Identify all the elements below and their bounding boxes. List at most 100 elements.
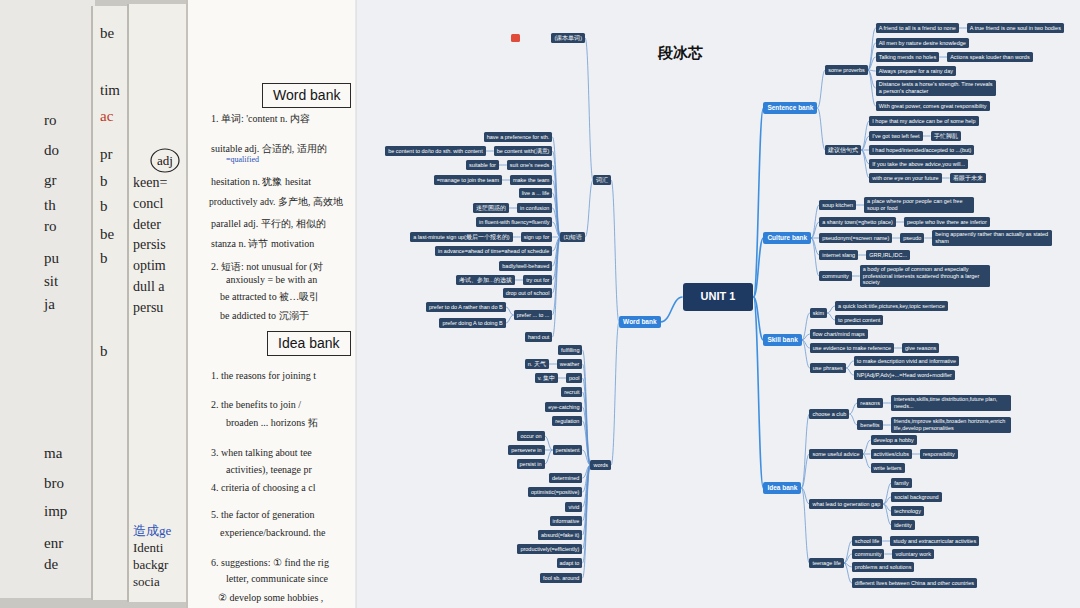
leaf-topic: flow chart/mind maps [810,329,868,339]
node-text: optimistic(=positive) [531,489,579,496]
branch-topic: Sentence bank [763,102,817,115]
node-text: school life [855,538,879,545]
branch-connector [924,238,932,239]
leaf-topic: 手忙脚乱 [931,131,961,141]
node-text: regulation [555,418,579,425]
leaf-topic: being apparently rather than actually as… [932,230,1052,246]
node-text: adapt to [560,560,580,567]
leaf-topic: write letters [871,463,905,473]
leaf-topic: =manage to join the team [434,175,502,185]
leaf-topic: prefer to do A rather than do B [426,302,506,312]
node-text: in fluent-with fluency=fluently [479,219,549,226]
node-text: benefits [860,422,879,429]
handwritten-note: be addicted to 沉溺于 [220,310,309,321]
node-text: to predict content [838,317,880,324]
node-text: pseudo [903,235,921,242]
node-text: Sentence bank [767,104,813,112]
branch-connector [582,392,590,465]
leaf-topic: prefer ... to ... [514,310,553,320]
branch-connector [552,165,560,237]
handwritten-note: keen= [133,175,167,190]
branch-connector [896,222,904,223]
node-text: community [855,551,882,558]
leaf-topic: pseudonym(=screen name) [819,233,892,243]
handwritten-note: tim [100,82,120,99]
node-text: I hope that my advice can be of some hel… [872,118,975,125]
leaf-topic: I've got two left feet [869,131,922,141]
branch-connector [861,150,869,178]
leaf-topic: use evidence to make reference [810,343,894,353]
node-text: people who live there are inferior [907,219,987,226]
node-text: develop a hobby [874,437,914,444]
branch-connector [552,193,560,237]
handwritten-note: 2. 短语: not unusual for (对 [211,261,323,272]
node-text: With great power, comes great responsibi… [879,103,987,110]
branch-connector [868,70,876,106]
node-text: hand out [528,334,549,341]
branch-connector [844,541,852,563]
node-text: 考试、参加…的选拔 [459,277,513,284]
leaf-topic: internet slang [819,250,858,260]
branch-connector [753,238,763,297]
leaf-topic: hand out [525,332,552,342]
leaf-topic: study and extracurricular activities [890,536,979,546]
handwritten-note: de [44,556,58,573]
node-text: absurd(=fake it) [541,532,579,539]
handwritten-note: 1. the reasons for joining t [211,370,316,381]
handwritten-note: 1. 单词: 'content n. 内容 [211,113,310,124]
node-text: productively(=efficiently) [520,546,579,553]
leaf-topic: A true friend is one soul in two bodies [967,23,1064,33]
section-box: Word bank [262,83,351,108]
branch-connector [959,28,967,29]
node-text: eye-catching [548,404,579,411]
node-text: use phrases [813,365,843,372]
leaf-topic: recruit [561,387,582,397]
branch-connector [817,108,825,150]
branch-connector [856,205,864,206]
branch-connector [552,151,560,237]
node-text: write letters [874,465,902,472]
node-text: a place where poor people can get free s… [867,198,971,211]
handwritten-note: b [100,173,108,190]
branch-connector [549,364,557,365]
node-text: being apparently rather than actually as… [935,231,1049,244]
leaf-topic: weather [557,359,583,369]
branch-connector [858,255,866,256]
handwritten-note: enr [44,535,63,552]
marker-icon [511,34,520,42]
handwritten-note: 3. when talking about tee [211,447,312,458]
node-text: friends,improve skills,broaden horizons,… [894,418,1008,431]
node-text: fulfilling [561,347,579,354]
handwritten-note: deter [133,217,161,232]
handwritten-note: ac [100,108,113,125]
handwritten-note: stanza n. 诗节 motivation [211,238,314,249]
node-text: problems and solutions [855,564,912,571]
branch-connector [801,454,809,488]
leaf-topic: use phrases [810,363,846,373]
branch-connector [753,297,763,488]
handwritten-note: sit [44,273,58,290]
branch-connector [863,440,871,454]
handwritten-note: imp [44,503,67,520]
leaf-topic: develop a hobby [871,435,917,445]
branch-topic: Idea bank [763,482,801,495]
node-text: community [822,273,849,280]
node-text: a quick look:title,pictures,key,topic se… [838,303,945,310]
leaf-topic: persevere in [508,445,544,455]
handwritten-note: dull a [133,279,165,294]
leaf-topic: in advance=ahead of time=ahead of schedu… [435,246,552,256]
node-text: Skill bank [767,336,797,344]
branch-connector [811,222,819,238]
node-text: Distance tests a horse's strength. Time … [879,81,993,94]
leaf-topic: fool sb. around [540,573,582,583]
leaf-topic: drop out of school [503,288,553,298]
branch-connector [883,504,891,525]
branch-connector [486,151,494,152]
leaf-topic: NP(Adj/P,Adv)+...=Head word+modifier [854,370,955,380]
branch-connector [802,340,810,368]
branch-connector [582,378,590,465]
handwritten-note: ② develop some hobbies , [218,592,323,603]
node-text: 着眼于未来 [953,175,983,182]
node-text: a shanty town(=ghetto place) [822,219,893,226]
handwritten-note: experience/backround. the [220,527,326,538]
